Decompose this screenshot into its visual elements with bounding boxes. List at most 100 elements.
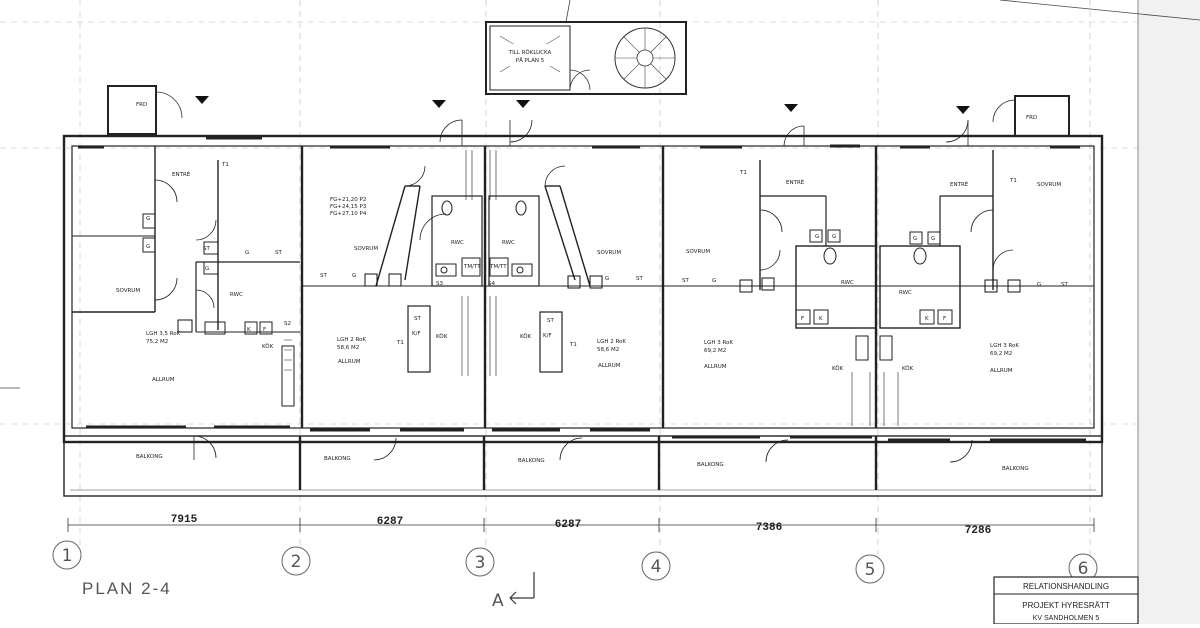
axis-bubble-5: 5 — [855, 554, 885, 584]
room-label-rwc: RWC — [841, 280, 854, 286]
unit-3-walls — [461, 119, 663, 376]
unit-2-walls — [302, 119, 583, 461]
room-label-g: G — [605, 276, 609, 282]
dimension-2-3: 6287 — [377, 516, 403, 528]
room-label-g: G — [245, 250, 249, 256]
room-label-frd: FRD — [1026, 115, 1037, 121]
room-label-k: K — [247, 327, 251, 333]
pipe-markers — [177, 273, 1021, 333]
room-label-st: ST — [636, 276, 643, 282]
stair-note-line-1: TILL RÖKLUCKA — [508, 49, 552, 56]
room-label-tmtt: TM/TT — [463, 264, 481, 270]
room-label-f: F — [943, 316, 946, 322]
apartment-4-type: LGH 3 RoK — [704, 340, 733, 346]
floor-level-p3: FG+24,15 P3 — [330, 204, 367, 210]
dimension-1-2: 7915 — [171, 514, 198, 526]
room-label-g: G — [712, 278, 716, 284]
apartment-5-area: 69,2 M2 — [990, 351, 1012, 357]
room-label-k: K — [819, 316, 823, 322]
room-label-kf: K/F — [543, 333, 552, 339]
room-label-k: K — [925, 316, 929, 322]
sheet-fold-line-2 — [999, 0, 1200, 21]
construction-lines — [0, 0, 1138, 560]
pipe-tag: T1 — [1009, 178, 1017, 184]
room-label-s4: S4 — [488, 281, 495, 287]
room-label-g: G — [913, 236, 917, 242]
apartment-3-type: LGH 2 RoK — [597, 339, 626, 345]
room-label-sovrum: SOVRUM — [116, 288, 140, 294]
room-label-g: G — [931, 236, 935, 242]
room-label-kok: KÖK — [832, 365, 844, 372]
party-walls — [298, 146, 878, 490]
room-label-allrum: ALLRUM — [598, 363, 621, 369]
room-label-f: F — [801, 316, 804, 322]
pipe-tag: T1 — [569, 342, 577, 348]
floor-level-p2: FG+21,20 P2 — [330, 197, 366, 203]
room-label-balkong: BALKONG — [324, 456, 351, 462]
room-label-allrum: ALLRUM — [704, 364, 727, 370]
axis-bubble-1: 1 — [52, 540, 82, 570]
room-label-st: ST — [682, 278, 689, 284]
room-label-sovrum: SOVRUM — [597, 250, 621, 256]
section-marker-label: A — [492, 591, 504, 611]
room-label-sovrum: SOVRUM — [686, 249, 710, 255]
stair-tower: TILL RÖKLUCKA PÅ PLAN 5 — [485, 21, 687, 95]
pipe-tag: T1 — [396, 340, 404, 346]
room-label-balkong: BALKONG — [136, 454, 163, 460]
room-label-st: ST — [203, 246, 210, 252]
drawing-title: PLAN 2-4 — [82, 579, 172, 598]
dimension-values: 7915 6287 6287 7386 7286 — [171, 514, 991, 537]
room-label-allrum: ALLRUM — [338, 359, 361, 365]
room-label-g: G — [205, 266, 209, 272]
room-label-rwc: RWC — [502, 240, 515, 246]
room-label-g: G — [832, 234, 836, 240]
dimension-3-4: 6287 — [555, 519, 581, 531]
sheet-fold-line — [565, 0, 571, 23]
room-label-g: G — [146, 216, 150, 222]
axis-bubble-2: 2 — [281, 546, 311, 576]
room-label-balkong: BALKONG — [697, 462, 724, 468]
room-label-kok: KÖK — [262, 343, 274, 350]
room-label-s3: S3 — [436, 281, 443, 287]
room-label-st: ST — [1061, 282, 1068, 288]
title-block: RELATIONSHANDLING PROJEKT HYRESRÄTT KV S… — [993, 576, 1139, 625]
title-block-status: RELATIONSHANDLING — [1023, 582, 1109, 591]
room-label-kf: K/F — [412, 331, 421, 337]
room-label-balkong: BALKONG — [1002, 466, 1029, 472]
axis-label: 5 — [865, 560, 876, 580]
apartment-3-area: 58,6 M2 — [597, 347, 619, 353]
dimension-4-5: 7386 — [756, 522, 782, 534]
room-label-rwc: RWC — [230, 292, 243, 298]
room-label-kok: KÖK — [520, 333, 532, 340]
stair-hatch — [284, 339, 292, 371]
axis-bubble-3: 3 — [465, 547, 495, 577]
room-label-rwc: RWC — [451, 240, 464, 246]
dimension-5-6: 7286 — [965, 525, 991, 537]
unit-1-walls — [72, 146, 300, 460]
room-label-st: ST — [320, 273, 327, 279]
section-marker: A — [492, 572, 535, 611]
unit-4-walls — [663, 125, 899, 463]
unit-5-walls — [876, 119, 1094, 463]
paper-edge — [1138, 0, 1200, 624]
floor-level-p4: FG+27,10 P4 — [330, 211, 367, 217]
apartment-2-area: 58,6 M2 — [337, 345, 359, 351]
room-label-allrum: ALLRUM — [152, 377, 175, 383]
room-label-g: G — [352, 273, 356, 279]
room-label-frd: FRD — [136, 102, 147, 108]
room-label-allrum: ALLRUM — [990, 368, 1013, 374]
room-label-g: G — [815, 234, 819, 240]
apartment-4-area: 69,2 M2 — [704, 348, 726, 354]
axis-label: 2 — [291, 552, 302, 572]
room-label-entre: ENTRÉ — [172, 170, 191, 178]
title-block-project: PROJEKT HYRESRÄTT — [1022, 601, 1110, 610]
apartment-labels: LGH 3,5 RoK 75,2 M2 LGH 2 RoK 58,6 M2 LG… — [146, 331, 1019, 357]
apartment-2-type: LGH 2 RoK — [337, 337, 366, 343]
apartment-1-area: 75,2 M2 — [146, 339, 168, 345]
room-label-s2: S2 — [284, 321, 291, 327]
apartment-5-type: LGH 3 RoK — [990, 343, 1019, 349]
floor-levels: FG+21,20 P2 FG+24,15 P3 FG+27,10 P4 — [330, 197, 367, 217]
room-label-f: F — [263, 327, 266, 333]
room-label-sovrum: SOVRUM — [354, 246, 378, 252]
